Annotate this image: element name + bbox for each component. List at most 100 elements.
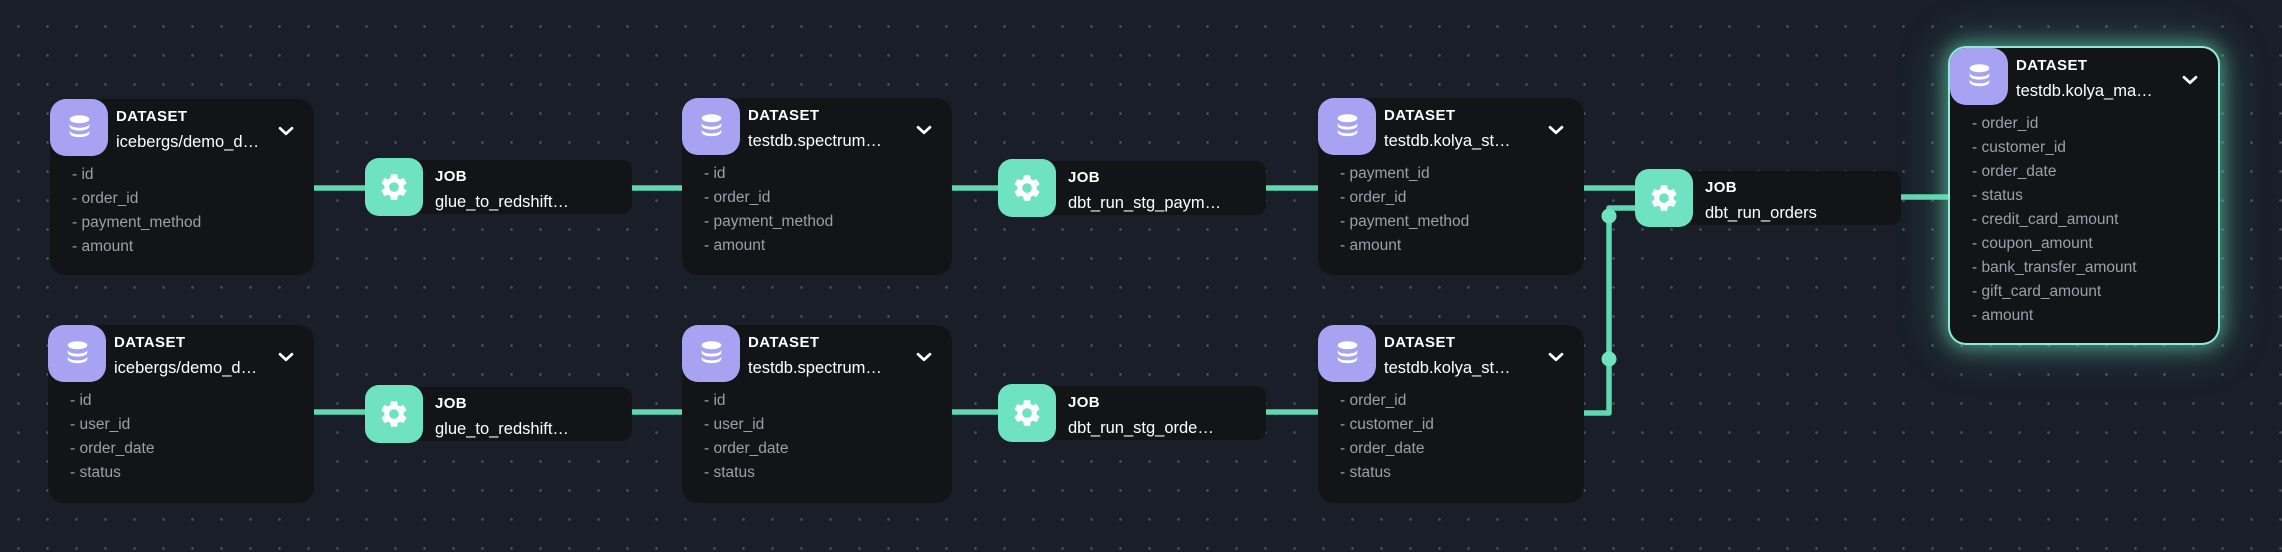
job-name: dbt_run_orders — [1705, 202, 1885, 224]
job-node-5[interactable]: JOB dbt_run_stg_orde… — [998, 384, 1266, 442]
dataset-field: order_id — [72, 187, 201, 211]
gear-icon — [365, 385, 423, 443]
database-icon — [682, 325, 740, 382]
node-type-label: JOB — [435, 394, 616, 414]
node-type-label: DATASET — [1384, 106, 1511, 126]
chevron-down-icon[interactable] — [912, 345, 936, 369]
node-type-label: DATASET — [748, 333, 882, 353]
dataset-field: gift_card_amount — [1972, 280, 2137, 304]
dataset-field: customer_id — [1340, 413, 1434, 437]
dataset-field: status — [70, 461, 154, 485]
gear-icon — [365, 158, 423, 216]
dataset-field: amount — [1972, 304, 2137, 328]
chevron-down-icon[interactable] — [1544, 345, 1568, 369]
dataset-field: order_date — [1972, 160, 2137, 184]
gear-icon — [1635, 169, 1693, 227]
node-type-label: JOB — [1068, 393, 1250, 413]
dataset-node-7[interactable]: DATASET testdb.kolya_st… order_idcustome… — [1318, 325, 1584, 503]
database-icon — [48, 325, 106, 382]
edge-junction-dot — [1602, 209, 1617, 224]
dataset-field: order_date — [1340, 437, 1434, 461]
chevron-down-icon[interactable] — [2178, 68, 2202, 92]
dataset-node-2[interactable]: DATASET testdb.spectrum… idorder_idpayme… — [682, 98, 952, 275]
dataset-field: payment_method — [704, 210, 833, 234]
dataset-field-list: order_idcustomer_idorder_datestatuscredi… — [1972, 112, 2137, 328]
job-name: dbt_run_stg_orde… — [1068, 417, 1250, 439]
database-icon — [682, 98, 740, 155]
dataset-field: order_date — [704, 437, 788, 461]
dataset-name: testdb.spectrum… — [748, 357, 882, 379]
dataset-field: customer_id — [1972, 136, 2137, 160]
dataset-field: order_id — [1340, 389, 1434, 413]
edge-junction-dot — [1602, 352, 1617, 367]
dataset-field-list: iduser_idorder_datestatus — [704, 389, 788, 485]
node-type-label: DATASET — [116, 107, 259, 127]
dataset-field: amount — [72, 235, 201, 259]
dataset-field: order_id — [704, 186, 833, 210]
dataset-name: testdb.kolya_st… — [1384, 130, 1511, 152]
job-label-bar: JOB dbt_run_stg_orde… — [1026, 386, 1266, 440]
dataset-node-4-selected[interactable]: DATASET testdb.kolya_ma… order_idcustome… — [1950, 48, 2218, 343]
dataset-node-3[interactable]: DATASET testdb.kolya_st… payment_idorder… — [1318, 98, 1584, 275]
node-type-label: DATASET — [748, 106, 882, 126]
job-name: glue_to_redshift… — [435, 191, 616, 213]
chevron-down-icon[interactable] — [1544, 118, 1568, 142]
dataset-field: payment_method — [1340, 210, 1469, 234]
job-node-2[interactable]: JOB dbt_run_stg_paym… — [998, 159, 1266, 217]
node-type-label: DATASET — [2016, 56, 2153, 76]
dataset-name: testdb.kolya_st… — [1384, 357, 1511, 379]
dataset-field-list: order_idcustomer_idorder_datestatus — [1340, 389, 1434, 485]
dataset-name: testdb.spectrum… — [748, 130, 882, 152]
database-icon — [1950, 48, 2008, 105]
job-name: glue_to_redshift… — [435, 418, 616, 440]
job-node-3[interactable]: JOB dbt_run_orders — [1635, 169, 1901, 227]
dataset-name: icebergs/demo_d… — [114, 357, 257, 379]
node-type-label: DATASET — [114, 333, 257, 353]
chevron-down-icon[interactable] — [274, 345, 298, 369]
dataset-field-list: idorder_idpayment_methodamount — [704, 162, 833, 258]
dataset-field: amount — [704, 234, 833, 258]
dataset-field: amount — [1340, 234, 1469, 258]
dataset-field: id — [704, 162, 833, 186]
dataset-field: payment_id — [1340, 162, 1469, 186]
job-label-bar: JOB glue_to_redshift… — [393, 387, 632, 441]
job-node-4[interactable]: JOB glue_to_redshift… — [365, 385, 632, 443]
dataset-field: status — [1340, 461, 1434, 485]
database-icon — [1318, 98, 1376, 155]
chevron-down-icon[interactable] — [274, 119, 298, 143]
dataset-field: status — [704, 461, 788, 485]
edge-d7-j3 — [1584, 208, 1637, 413]
job-label-bar: JOB glue_to_redshift… — [393, 160, 632, 214]
dataset-field: id — [70, 389, 154, 413]
dataset-field: order_id — [1340, 186, 1469, 210]
dataset-field-list: idorder_idpayment_methodamount — [72, 163, 201, 259]
dataset-field: bank_transfer_amount — [1972, 256, 2137, 280]
dataset-field: coupon_amount — [1972, 232, 2137, 256]
node-type-label: JOB — [1068, 168, 1250, 188]
gear-icon — [998, 159, 1056, 217]
dataset-field: status — [1972, 184, 2137, 208]
database-icon — [50, 99, 108, 156]
dataset-name: testdb.kolya_ma… — [2016, 80, 2153, 102]
chevron-down-icon[interactable] — [912, 118, 936, 142]
dataset-field: user_id — [704, 413, 788, 437]
dataset-field: credit_card_amount — [1972, 208, 2137, 232]
dataset-field: id — [72, 163, 201, 187]
dataset-field: user_id — [70, 413, 154, 437]
node-type-label: DATASET — [1384, 333, 1511, 353]
job-label-bar: JOB dbt_run_stg_paym… — [1026, 161, 1266, 215]
dataset-name: icebergs/demo_d… — [116, 131, 259, 153]
dataset-node-6[interactable]: DATASET testdb.spectrum… iduser_idorder_… — [682, 325, 952, 503]
job-label-bar: JOB dbt_run_orders — [1663, 171, 1901, 225]
dataset-field: order_date — [70, 437, 154, 461]
database-icon — [1318, 325, 1376, 382]
node-type-label: JOB — [435, 167, 616, 187]
dataset-node-5[interactable]: DATASET icebergs/demo_d… iduser_idorder_… — [48, 325, 314, 503]
gear-icon — [998, 384, 1056, 442]
dataset-field: payment_method — [72, 211, 201, 235]
dataset-node-1[interactable]: DATASET icebergs/demo_d… idorder_idpayme… — [50, 99, 314, 275]
dataset-field: order_id — [1972, 112, 2137, 136]
job-node-1[interactable]: JOB glue_to_redshift… — [365, 158, 632, 216]
